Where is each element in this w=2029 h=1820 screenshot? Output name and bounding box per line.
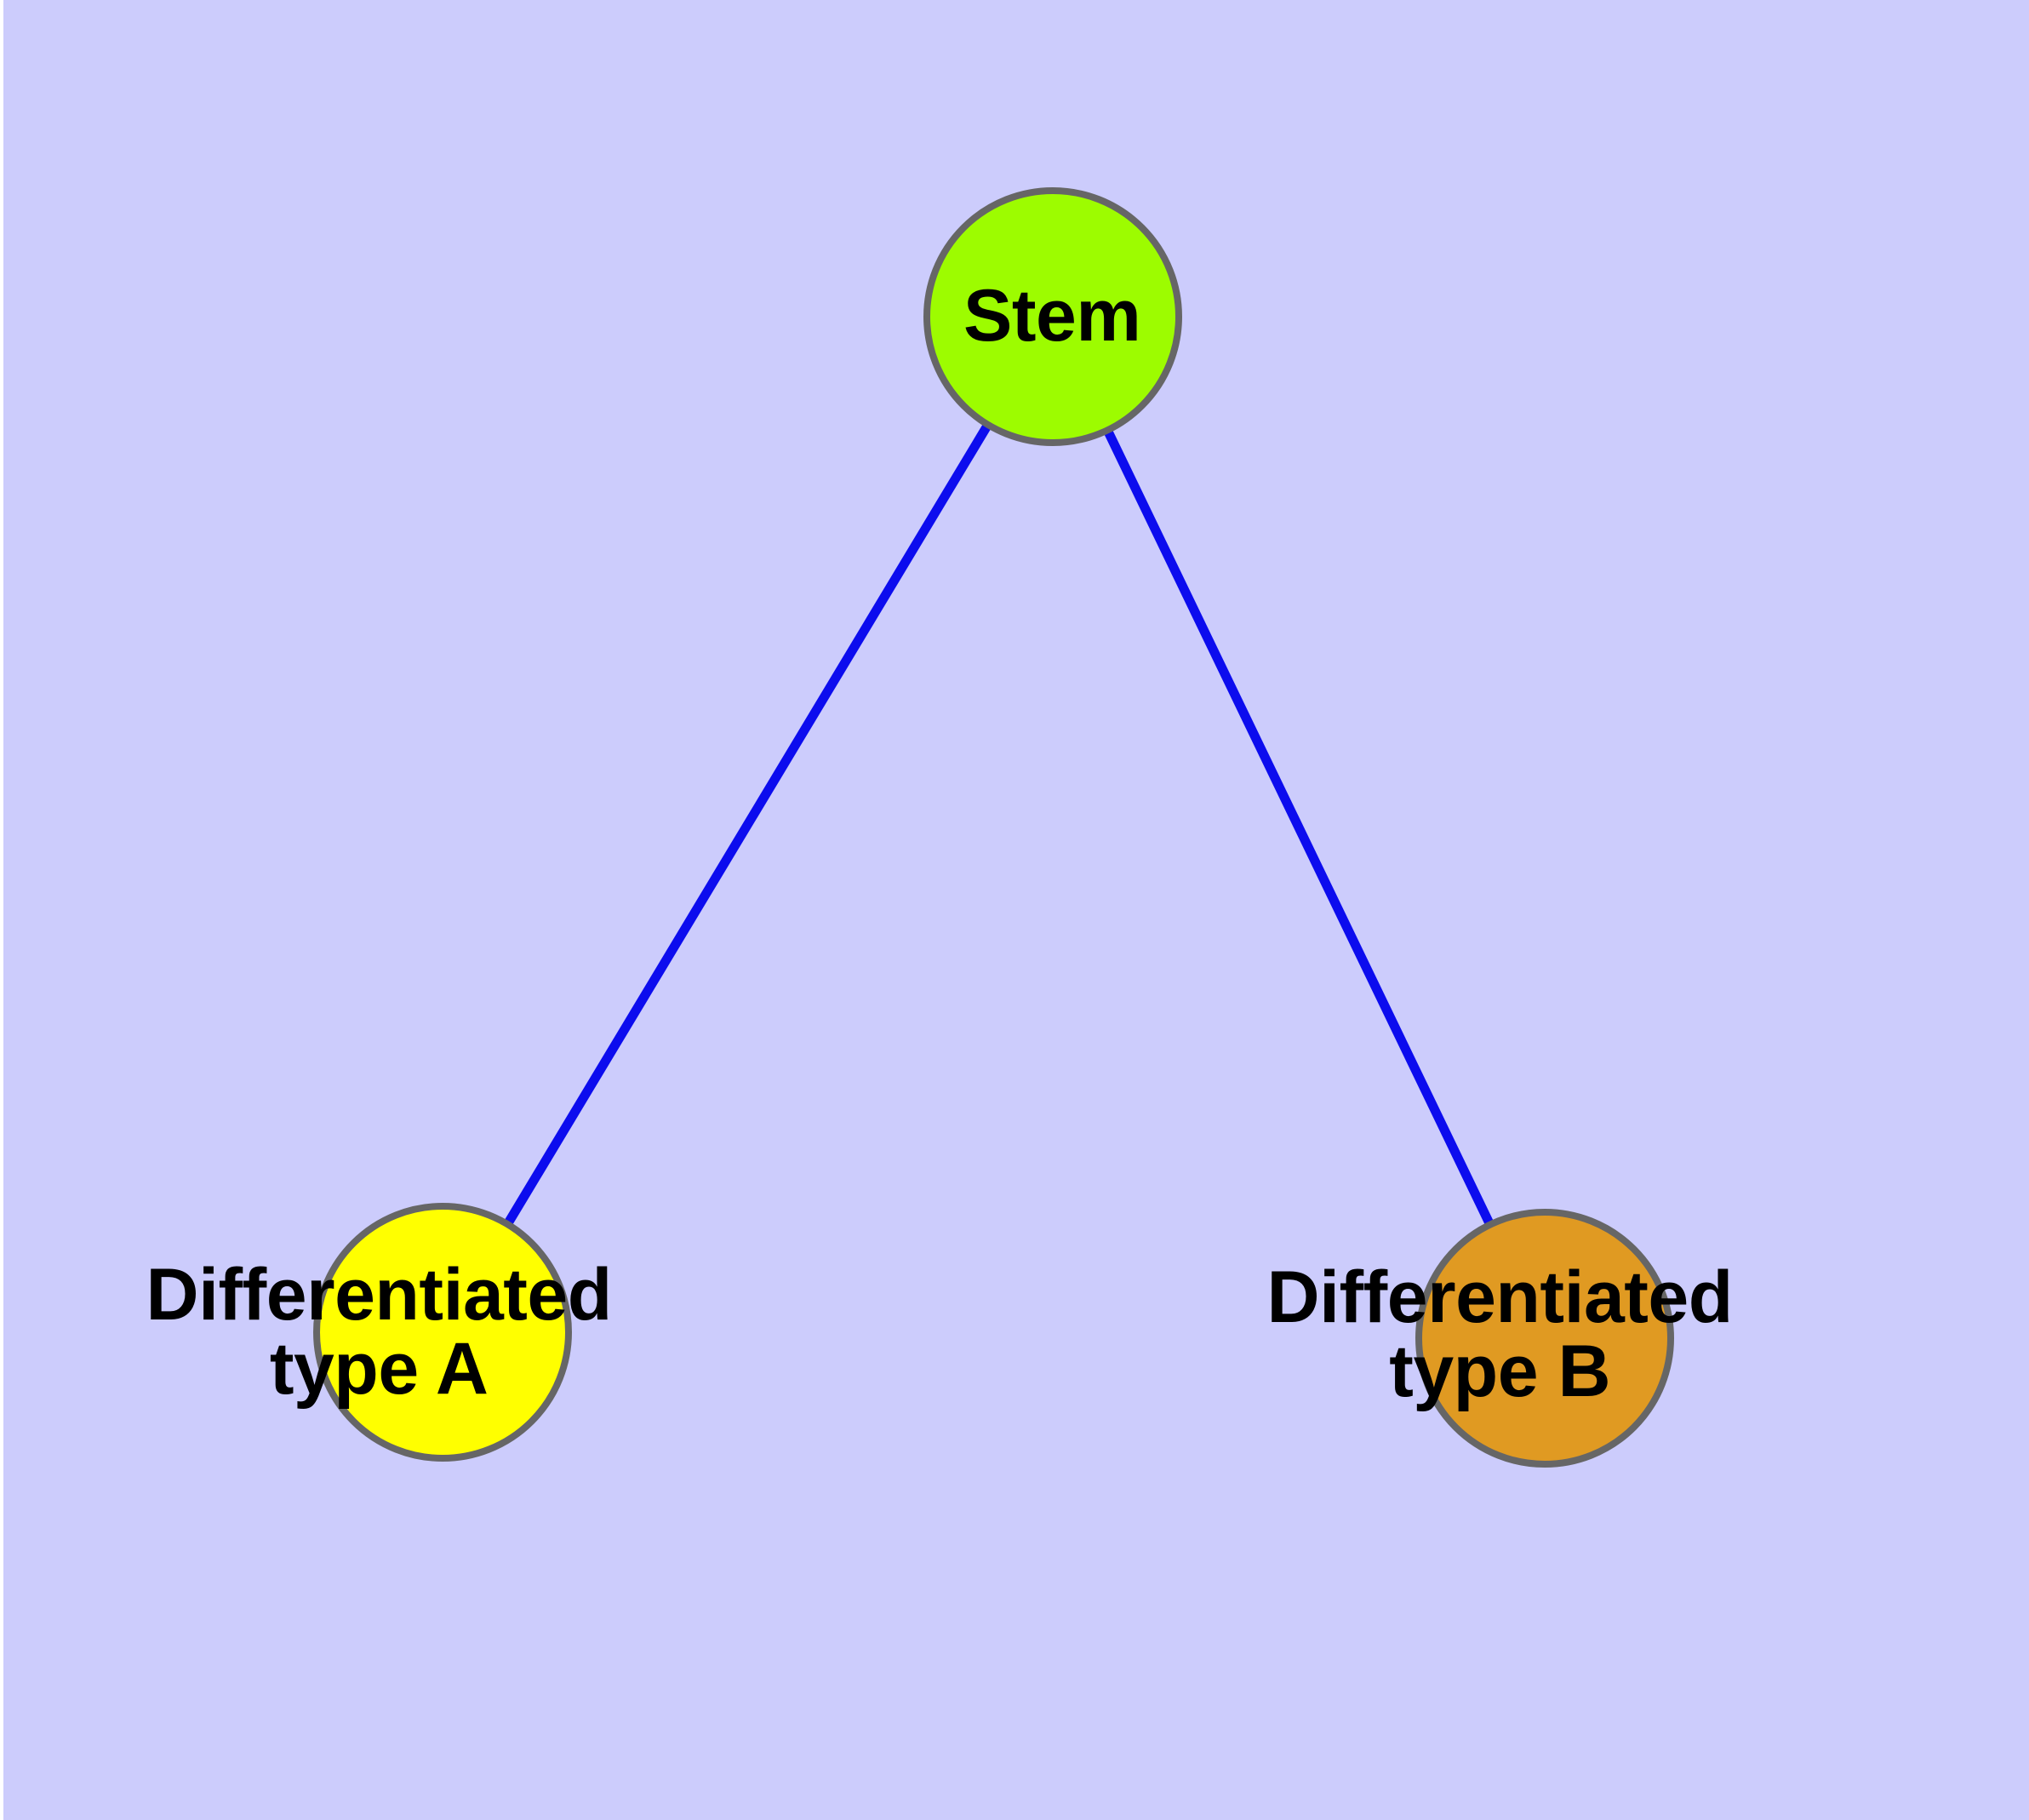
- node-diff_b[interactable]: [1415, 1209, 1674, 1468]
- node-diff_a[interactable]: [313, 1203, 572, 1462]
- edges-group: [501, 419, 1496, 1230]
- edge-stem-diff-a: [501, 419, 994, 1230]
- node-stem[interactable]: [923, 187, 1182, 446]
- edge-stem-diff-b: [1101, 425, 1496, 1230]
- nodes-group: [313, 187, 1674, 1468]
